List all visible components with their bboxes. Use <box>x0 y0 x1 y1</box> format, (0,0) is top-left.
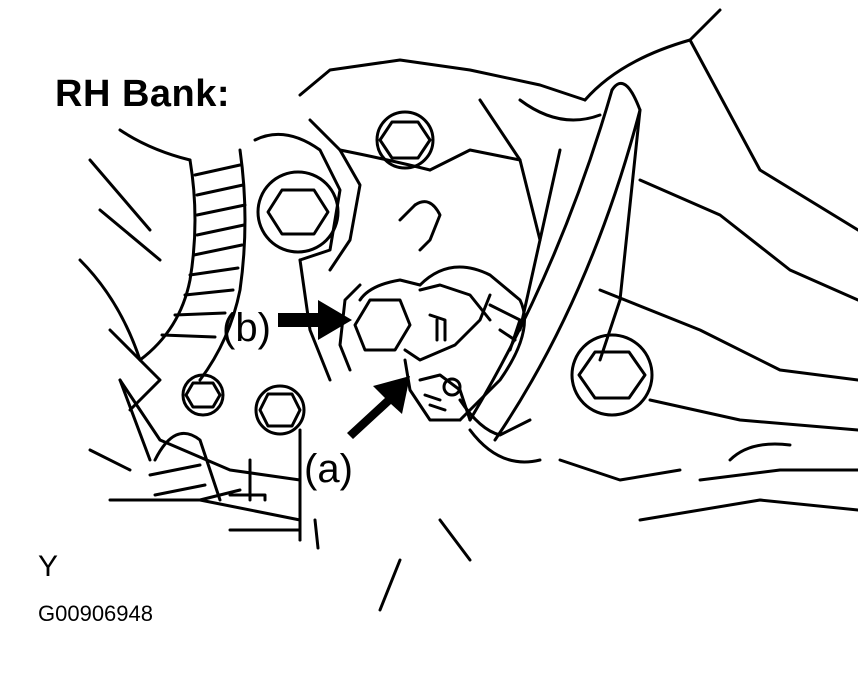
engine-block-outline <box>88 8 858 612</box>
callout-label-b: (b) <box>222 306 271 350</box>
wiring-harness <box>78 128 247 412</box>
figure-code: G00906948 <box>38 601 153 626</box>
view-letter: Y <box>38 550 59 583</box>
diagonal-pipe <box>468 81 642 442</box>
sensor-assembly <box>338 200 542 464</box>
arrow-a <box>347 376 410 439</box>
callout-arrows <box>278 300 410 439</box>
bolts <box>181 110 654 436</box>
diagram-title: RH Bank: <box>55 73 231 115</box>
callout-label-a: (a) <box>304 447 353 491</box>
hose-clamp <box>118 378 222 502</box>
arrow-b <box>278 300 352 340</box>
